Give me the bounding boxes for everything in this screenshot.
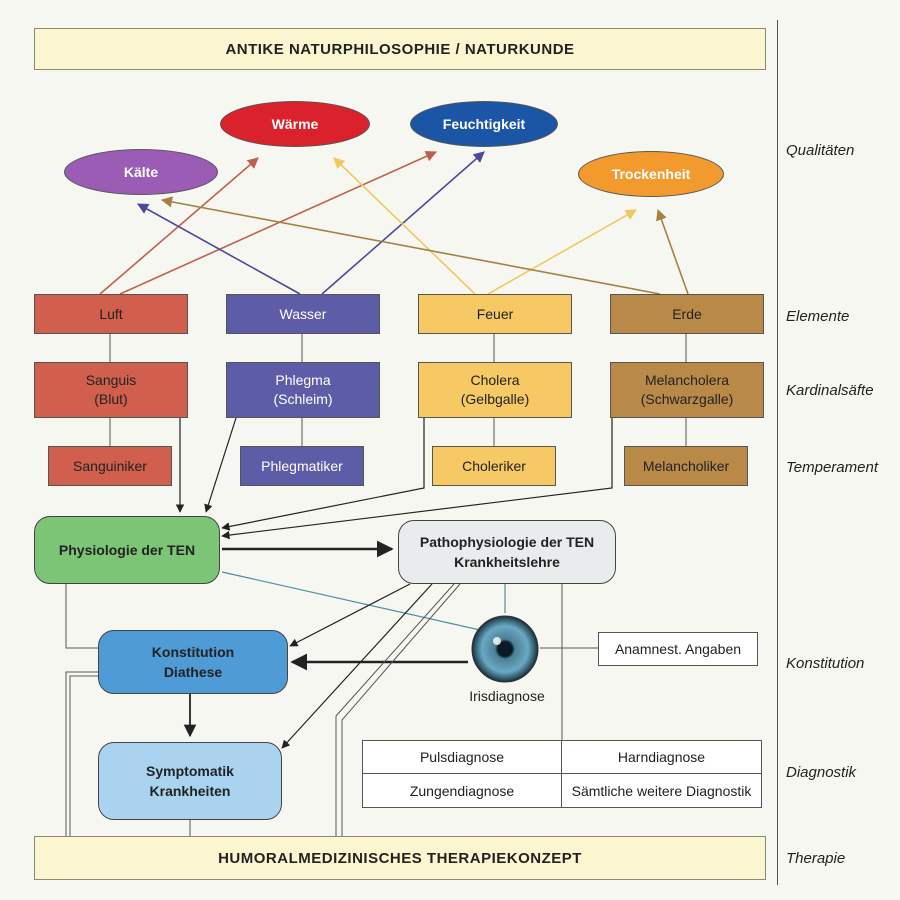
symptomatik-title: Symptomatik <box>146 762 234 779</box>
humor-cholera: Cholera (Gelbgalle) <box>418 362 572 418</box>
humor-cholera-name: Cholera <box>470 372 520 389</box>
temperament-sanguiniker: Sanguiniker <box>48 446 172 486</box>
quality-trockenheit: Trockenheit <box>578 151 724 197</box>
element-luft: Luft <box>34 294 188 334</box>
label-elemente: Elemente <box>786 308 850 325</box>
iris-link-line <box>221 571 481 631</box>
label-kardinalsaefte: Kardinalsäfte <box>786 382 874 399</box>
humor-sanguis: Sanguis (Blut) <box>34 362 188 418</box>
physiology-arrows <box>175 417 613 540</box>
quality-kaelte: Kälte <box>64 149 218 195</box>
symptomatik-box: Symptomatik Krankheiten <box>98 742 282 820</box>
column-connectors <box>109 334 687 446</box>
quality-arrows <box>99 151 689 295</box>
temperament-phlegmatiker: Phlegmatiker <box>240 446 364 486</box>
pathophysiologie-box: Pathophysiologie der TEN Krankheitslehre <box>398 520 616 584</box>
diagnostik-grid: Pulsdiagnose Harndiagnose Zungendiagnose… <box>362 740 762 808</box>
diag-harn: Harndiagnose <box>562 741 761 774</box>
quality-waerme: Wärme <box>220 101 370 147</box>
diag-puls: Pulsdiagnose <box>363 741 562 774</box>
humor-cholera-sub: (Gelbgalle) <box>460 391 530 407</box>
konstitution-title: Konstitution <box>151 643 235 660</box>
temperament-melancholiker: Melancholiker <box>624 446 748 486</box>
irisdiagnose-label: Irisdiagnose <box>469 688 545 704</box>
label-therapie: Therapie <box>786 850 846 867</box>
konstitution-box: Konstitution Diathese <box>98 630 288 694</box>
humor-melancholera-name: Melancholera <box>644 372 730 389</box>
humor-sanguis-name: Sanguis <box>85 372 137 389</box>
element-wasser: Wasser <box>226 294 380 334</box>
quality-feuchtigkeit: Feuchtigkeit <box>410 101 558 147</box>
header-banner: ANTIKE NATURPHILOSOPHIE / NATURKUNDE <box>34 28 766 70</box>
konstitution-sub: Diathese <box>163 664 223 680</box>
humor-phlegma: Phlegma (Schleim) <box>226 362 380 418</box>
label-temperament: Temperament <box>786 459 878 476</box>
label-konstitution: Konstitution <box>786 655 865 672</box>
label-diagnostik: Diagnostik <box>786 764 857 781</box>
humor-phlegma-sub: (Schleim) <box>273 391 333 407</box>
anamnese-box: Anamnest. Angaben <box>598 632 758 666</box>
physiologie-box: Physiologie der TEN <box>34 516 220 584</box>
humor-melancholera: Melancholera (Schwarzgalle) <box>610 362 764 418</box>
pathophysiologie-title: Pathophysiologie der TEN <box>419 533 595 550</box>
temperament-choleriker: Choleriker <box>432 446 556 486</box>
symptomatik-sub: Krankheiten <box>149 783 231 799</box>
diag-weitere: Sämtliche weitere Diagnostik <box>571 782 752 799</box>
element-feuer: Feuer <box>418 294 572 334</box>
therapy-lines <box>65 583 461 838</box>
humor-phlegma-name: Phlegma <box>275 372 331 389</box>
humor-melancholera-sub: (Schwarzgalle) <box>640 391 734 407</box>
physiologie-label: Physiologie der TEN <box>58 541 196 558</box>
column-divider <box>777 20 778 885</box>
footer-banner: HUMORALMEDIZINISCHES THERAPIEKONZEPT <box>34 836 766 880</box>
eye-iris-icon <box>471 615 539 683</box>
patho-arrows <box>281 583 433 749</box>
element-erde: Erde <box>610 294 764 334</box>
humor-sanguis-sub: (Blut) <box>94 391 128 407</box>
label-qualitaeten: Qualitäten <box>786 142 855 159</box>
diag-zunge: Zungendiagnose <box>363 774 562 807</box>
pathophysiologie-sub: Krankheitslehre <box>454 554 560 570</box>
